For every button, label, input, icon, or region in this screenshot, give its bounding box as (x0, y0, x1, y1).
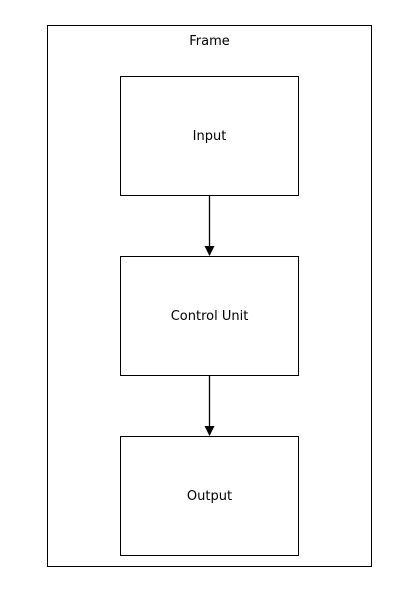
output-node-label: Output (186, 488, 233, 504)
control-unit-node-label: Control Unit (170, 308, 249, 324)
output-node: Output (120, 436, 299, 556)
control-unit-node: Control Unit (120, 256, 299, 376)
frame-label: Frame (189, 34, 230, 49)
frame-container: Frame (47, 25, 372, 567)
input-node: Input (120, 76, 299, 196)
input-node-label: Input (192, 128, 227, 144)
